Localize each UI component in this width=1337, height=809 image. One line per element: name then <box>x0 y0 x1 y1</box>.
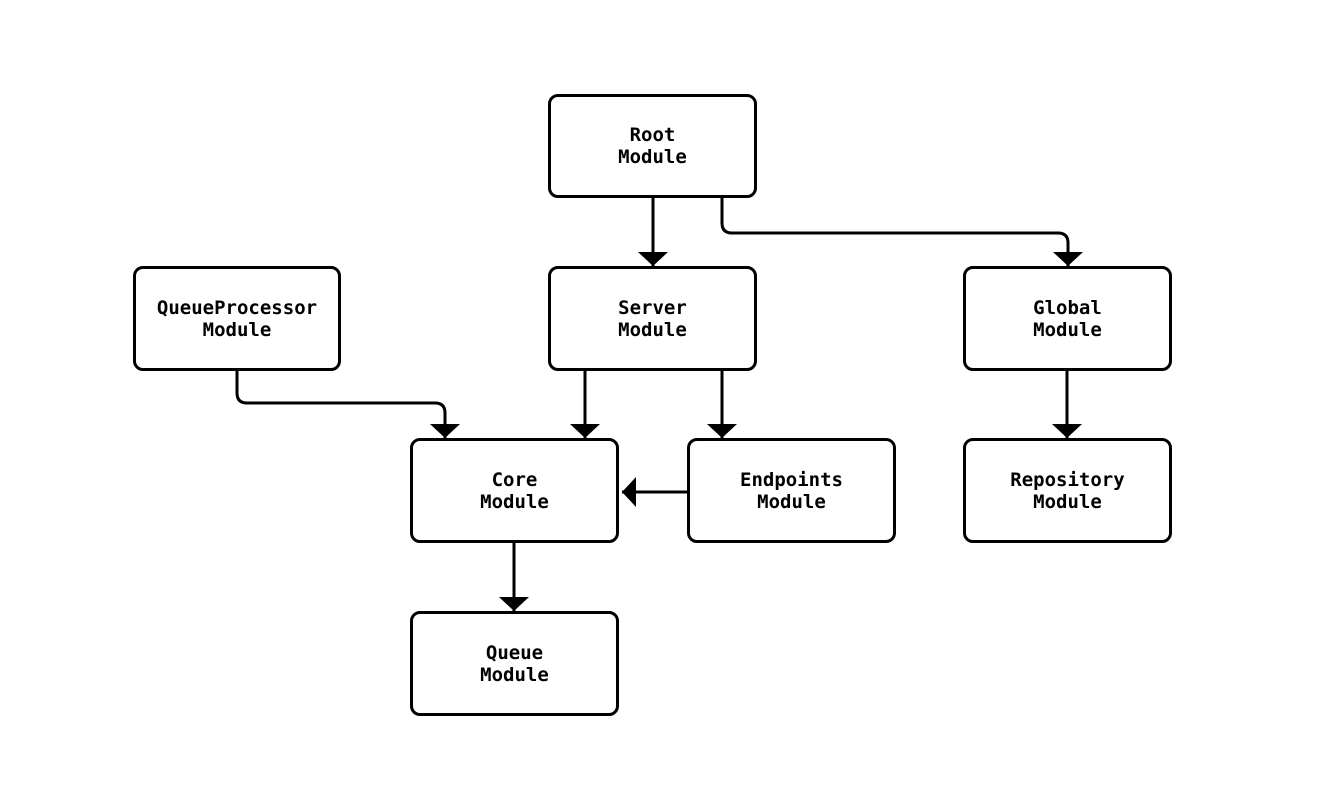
node-label: Server Module <box>618 296 687 341</box>
node-global-module: Global Module <box>963 266 1172 371</box>
node-label: QueueProcessor Module <box>156 296 318 341</box>
arrowhead-root-to-global <box>1053 252 1083 266</box>
node-label: Queue Module <box>480 641 549 686</box>
node-label: Repository Module <box>1010 468 1125 513</box>
arrowhead-server-to-core <box>570 424 600 438</box>
node-label: Global Module <box>1033 296 1102 341</box>
arrowhead-endpoints-to-core <box>622 477 636 507</box>
arrowhead-global-to-repository <box>1052 424 1082 438</box>
node-label: Root Module <box>618 124 687 168</box>
arrowhead-server-to-endpoints <box>707 424 737 438</box>
edge-root-to-global <box>720 198 1070 266</box>
node-server-module: Server Module <box>548 266 757 371</box>
arrowhead-core-to-queue <box>499 597 529 611</box>
node-root-module: Root Module <box>548 94 757 198</box>
node-repository-module: Repository Module <box>963 438 1172 543</box>
node-queue-module: Queue Module <box>410 611 619 716</box>
node-label: Core Module <box>480 468 549 513</box>
node-queueprocessor-module: QueueProcessor Module <box>133 266 341 371</box>
node-core-module: Core Module <box>410 438 619 543</box>
node-label: Endpoints Module <box>740 468 843 513</box>
node-endpoints-module: Endpoints Module <box>687 438 896 543</box>
arrowhead-queueprocessor-to-core <box>430 424 460 438</box>
edge-queueprocessor-to-core <box>235 371 447 438</box>
arrowhead-root-to-server <box>638 252 668 266</box>
